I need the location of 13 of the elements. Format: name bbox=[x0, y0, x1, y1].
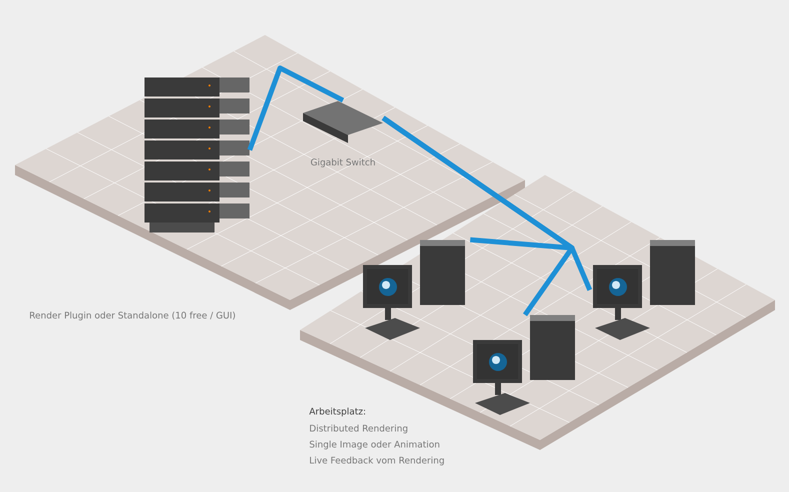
caption-text: Render Plugin oder Standalone (10 free / GUI) bbox=[30, 312, 235, 320]
network-cable bbox=[382, 116, 592, 291]
workstation-drawing bbox=[363, 240, 465, 340]
workstation-drawing bbox=[593, 240, 695, 340]
caption-text: Live Feedback vom Rendering bbox=[310, 456, 444, 466]
workstation-drawing bbox=[473, 315, 575, 415]
caption-text: Arbeitsplatz: bbox=[309, 408, 365, 416]
network-switch-drawing bbox=[303, 101, 383, 143]
caption-text: Single Image oder Animation bbox=[310, 440, 440, 450]
network-cable bbox=[247, 66, 344, 151]
caption-text: Distributed Rendering bbox=[310, 424, 408, 434]
device-label: Gigabit Switch bbox=[310, 158, 375, 168]
server-rack-drawing bbox=[144, 78, 250, 232]
